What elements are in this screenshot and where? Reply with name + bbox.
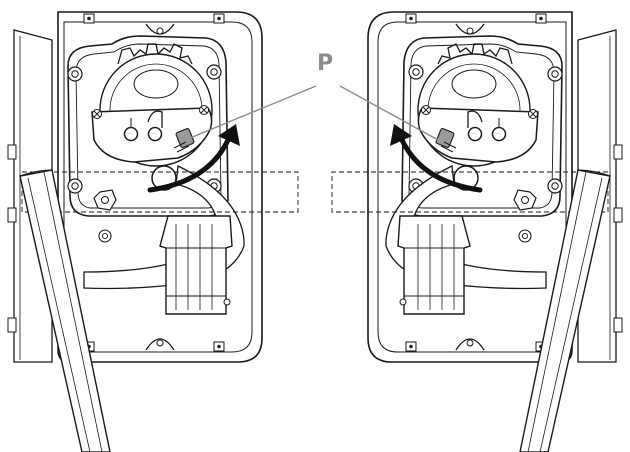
- right-gate-operator: [332, 12, 622, 452]
- callout-leader-left: [189, 85, 317, 139]
- left-gate-operator: [8, 12, 298, 452]
- callout-leader-right: [339, 85, 439, 141]
- callout-label-p: P: [317, 51, 333, 76]
